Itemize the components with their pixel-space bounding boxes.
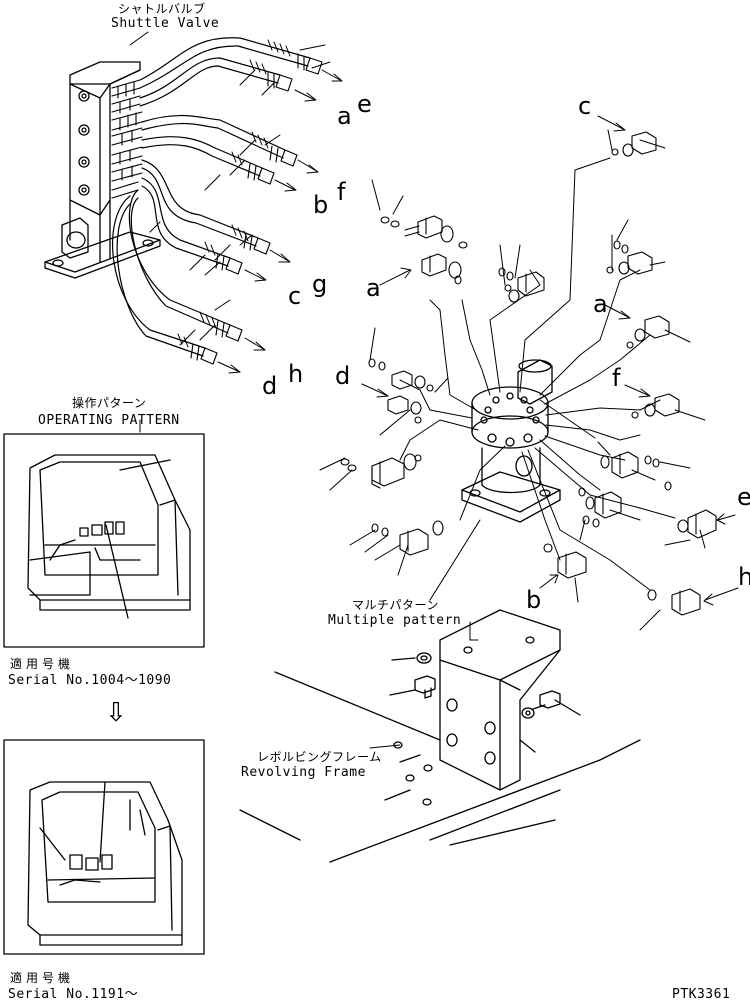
callout-letter-h-right: h: [738, 563, 750, 591]
callout-letter-d: d: [262, 372, 278, 400]
callout-letter-h: h: [288, 360, 304, 388]
shuttle-valve-label-jp: シャトルバルブ: [118, 2, 206, 16]
callout-letter-a-right: a: [593, 290, 609, 318]
operating-pattern-label-jp: 操作パターン: [72, 396, 147, 410]
callout-letter-g: g: [312, 270, 328, 298]
hose-leader-lines: [129, 31, 331, 346]
callout-letter-c: c: [288, 282, 302, 310]
revolving-frame-label-jp: レボルビングフレーム: [257, 750, 382, 764]
serial-range-2: Serial No.1191～: [8, 987, 139, 1002]
applicable-model-label-1: 適用号機: [10, 657, 75, 671]
callout-letter-e: e: [357, 90, 373, 118]
callout-letter-b: b: [313, 191, 329, 219]
revolving-frame-label-en: Revolving Frame: [241, 765, 366, 780]
elbow-fittings: [340, 131, 717, 616]
operating-pattern-label-en: OPERATING PATTERN: [38, 413, 180, 428]
applicable-model-label-2: 適用号機: [10, 971, 75, 985]
callout-letter-f: f: [337, 178, 346, 206]
fitting-leader-lines: [319, 129, 706, 631]
label-leaders: [139, 419, 481, 749]
multiple-pattern-label-en: Multiple pattern: [328, 613, 462, 628]
drawing-id: PTK3361: [672, 987, 731, 1002]
callout-letter-d-left: d: [335, 362, 351, 390]
hoses: [112, 37, 323, 365]
cab-illustration-1: [3, 433, 205, 648]
callout-letter-f-right: f: [612, 364, 621, 392]
multiple-pattern-label-jp: マルチパターン: [352, 598, 439, 612]
direction-arrows: [217, 69, 343, 374]
serial-range-1: Serial No.1004～1090: [8, 673, 172, 688]
callout-letter-a-left: a: [366, 274, 382, 302]
fitting-arrows: [361, 115, 739, 606]
cab-illustration-2: [3, 739, 205, 955]
mounting-bracket: [239, 609, 641, 863]
callout-letter-b-lower: b: [526, 586, 542, 614]
callout-letter-c-right: c: [578, 92, 592, 120]
shuttle-valve-label-en: Shuttle Valve: [111, 16, 220, 31]
callout-letter-e-right: e: [737, 483, 750, 511]
callout-letter-a: a: [337, 102, 353, 130]
swivel-joint: [399, 157, 676, 591]
shuttle-valve-block: [44, 61, 161, 279]
down-arrow-icon: ⇩: [105, 698, 127, 728]
